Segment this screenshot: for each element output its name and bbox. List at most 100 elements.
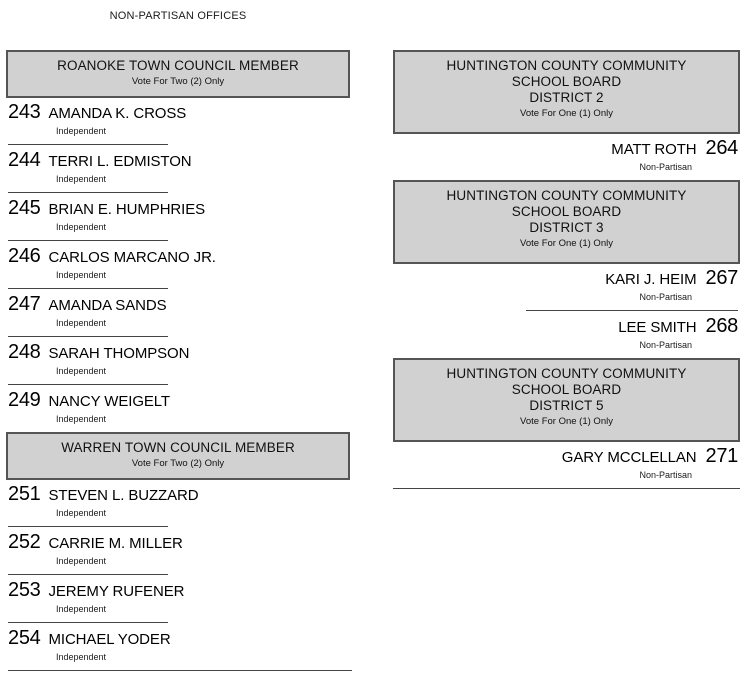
candidate-name: CARRIE M. MILLER — [48, 535, 183, 552]
candidate-party: Non-Partisan — [639, 340, 692, 350]
ballot-column-right: HUNTINGTON COUNTY COMMUNITY SCHOOL BOARD… — [393, 50, 740, 490]
contest-school-board-district-2: HUNTINGTON COUNTY COMMUNITY SCHOOL BOARD… — [393, 50, 740, 175]
candidate-name: KARI J. HEIM — [605, 271, 697, 288]
candidate-option[interactable]: 249 NANCY WEIGELT Independent — [6, 386, 350, 427]
candidate-number: 254 — [8, 627, 41, 649]
contest-title-line: HUNTINGTON COUNTY COMMUNITY — [446, 188, 687, 203]
contest-title-line: SCHOOL BOARD — [511, 382, 622, 397]
candidate-number: 267 — [705, 267, 739, 289]
candidate-number: 252 — [8, 531, 41, 553]
contest-header-box: WARREN TOWN COUNCIL MEMBER Vote For Two … — [6, 432, 350, 480]
candidate-party: Independent — [56, 366, 107, 376]
candidate-main-line: 251 STEVEN L. BUZZARD — [8, 483, 350, 507]
candidate-option[interactable]: 248 SARAH THOMPSON Independent — [6, 338, 350, 379]
candidate-name: AMANDA SANDS — [48, 297, 167, 314]
candidate-party: Independent — [56, 556, 107, 566]
candidate-name: STEVEN L. BUZZARD — [48, 487, 199, 504]
candidate-name: SARAH THOMPSON — [48, 345, 190, 362]
candidate-option[interactable]: 254 MICHAEL YODER Independent — [6, 624, 350, 665]
candidate-number: 251 — [8, 483, 41, 505]
contest-title-line: DISTRICT 3 — [529, 220, 604, 235]
contest-closing-rule — [8, 670, 352, 671]
contest-vote-for-instruction: Vote For Two (2) Only — [131, 458, 225, 469]
contest-header-box: ROANOKE TOWN COUNCIL MEMBER Vote For Two… — [6, 50, 350, 98]
candidate-name: BRIAN E. HUMPHRIES — [48, 201, 206, 218]
contest-header-box: HUNTINGTON COUNTY COMMUNITY SCHOOL BOARD… — [393, 50, 740, 134]
candidate-name: MICHAEL YODER — [48, 631, 171, 648]
candidate-main-line: 245 BRIAN E. HUMPHRIES — [8, 197, 350, 221]
candidate-separator-rule — [8, 192, 168, 193]
contest-title-line: SCHOOL BOARD — [511, 74, 622, 89]
candidate-party: Independent — [56, 174, 107, 184]
contest-closing-rule — [393, 488, 740, 489]
candidate-separator-rule — [8, 526, 168, 527]
candidate-main-line: 248 SARAH THOMPSON — [8, 341, 350, 365]
contest-vote-for-instruction: Vote For Two (2) Only — [131, 76, 225, 87]
candidate-option[interactable]: MATT ROTH 264 Non-Partisan — [393, 134, 740, 175]
candidate-name: TERRI L. EDMISTON — [48, 153, 192, 170]
candidate-number: 244 — [8, 149, 41, 171]
candidate-number: 264 — [705, 137, 739, 159]
candidate-name: GARY MCCLELLAN — [561, 449, 697, 466]
candidate-option[interactable]: KARI J. HEIM 267 Non-Partisan — [393, 264, 740, 305]
contest-vote-for-instruction: Vote For One (1) Only — [520, 108, 613, 119]
candidate-option[interactable]: GARY MCCLELLAN 271 Non-Partisan — [393, 442, 740, 483]
candidate-party: Non-Partisan — [639, 162, 692, 172]
contest-vote-for-instruction: Vote For One (1) Only — [520, 238, 613, 249]
candidate-separator-rule — [8, 384, 168, 385]
candidate-option[interactable]: 253 JEREMY RUFENER Independent — [6, 576, 350, 617]
candidate-option[interactable]: 247 AMANDA SANDS Independent — [6, 290, 350, 331]
contest-title-line: ROANOKE TOWN COUNCIL MEMBER — [57, 58, 299, 73]
candidate-number: 253 — [8, 579, 41, 601]
candidate-name: MATT ROTH — [611, 141, 697, 158]
candidate-name: LEE SMITH — [618, 319, 697, 336]
candidate-number: 245 — [8, 197, 41, 219]
candidate-party: Independent — [56, 508, 107, 518]
candidate-party: Independent — [56, 414, 107, 424]
candidate-separator-rule — [8, 336, 168, 337]
candidate-number: 243 — [8, 101, 41, 123]
candidate-party: Non-Partisan — [639, 470, 692, 480]
candidate-party: Non-Partisan — [639, 292, 692, 302]
page-title: NON-PARTISAN OFFICES — [109, 10, 247, 22]
candidate-main-line: 246 CARLOS MARCANO JR. — [8, 245, 350, 269]
candidate-number: 247 — [8, 293, 41, 315]
candidate-separator-rule — [8, 622, 168, 623]
candidate-number: 271 — [705, 445, 739, 467]
candidate-number: 246 — [8, 245, 41, 267]
candidate-name: CARLOS MARCANO JR. — [48, 249, 216, 266]
ballot-column-left: ROANOKE TOWN COUNCIL MEMBER Vote For Two… — [6, 50, 352, 672]
contest-header-box: HUNTINGTON COUNTY COMMUNITY SCHOOL BOARD… — [393, 180, 740, 264]
candidate-main-line: MATT ROTH 264 — [393, 137, 738, 161]
candidate-main-line: 253 JEREMY RUFENER — [8, 579, 350, 603]
candidate-number: 248 — [8, 341, 41, 363]
candidate-main-line: GARY MCCLELLAN 271 — [393, 445, 739, 469]
candidate-separator-rule — [8, 240, 168, 241]
candidate-main-line: 244 TERRI L. EDMISTON — [8, 149, 350, 173]
candidate-option[interactable]: 251 STEVEN L. BUZZARD Independent — [6, 480, 350, 521]
contest-title-line: SCHOOL BOARD — [511, 204, 622, 219]
candidate-main-line: KARI J. HEIM 267 — [393, 267, 738, 291]
candidate-separator-rule — [8, 288, 168, 289]
candidate-option[interactable]: 245 BRIAN E. HUMPHRIES Independent — [6, 194, 350, 235]
contest-title-line: HUNTINGTON COUNTY COMMUNITY — [446, 366, 687, 381]
candidate-name: NANCY WEIGELT — [48, 393, 170, 410]
candidate-party: Independent — [56, 318, 107, 328]
candidate-option[interactable]: 244 TERRI L. EDMISTON Independent — [6, 146, 350, 187]
candidate-separator-rule — [8, 574, 168, 575]
candidate-name: JEREMY RUFENER — [48, 583, 185, 600]
candidate-party: Independent — [56, 222, 107, 232]
candidate-number: 249 — [8, 389, 41, 411]
candidate-option[interactable]: 252 CARRIE M. MILLER Independent — [6, 528, 350, 569]
candidate-party: Independent — [56, 126, 107, 136]
candidate-party: Independent — [56, 652, 107, 662]
candidate-party: Independent — [56, 604, 107, 614]
contest-title-line: DISTRICT 2 — [529, 90, 604, 105]
candidate-separator-rule — [8, 144, 168, 145]
contest-school-board-district-5: HUNTINGTON COUNTY COMMUNITY SCHOOL BOARD… — [393, 358, 740, 489]
